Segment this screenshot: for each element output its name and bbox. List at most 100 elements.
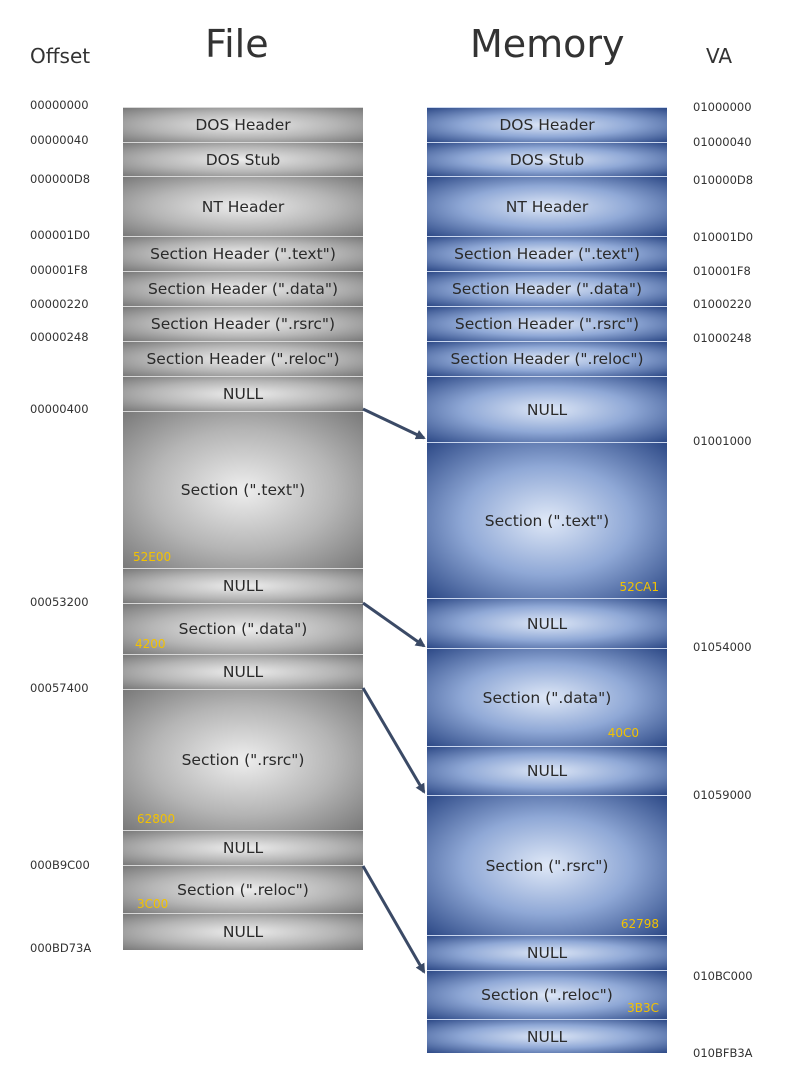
virtual-address-label: 01000248	[693, 331, 752, 345]
file-null-block: NULL	[123, 830, 363, 865]
file-section-header-data-block: Section Header (".data")	[123, 271, 363, 306]
block-label: Section (".data")	[178, 620, 308, 638]
block-label: Section Header (".data")	[147, 280, 339, 298]
offset-column-title: Offset	[30, 44, 91, 68]
virtual-address-label: 01000220	[693, 297, 752, 311]
block-label: DOS Stub	[509, 150, 585, 169]
block-label: DOS Header	[499, 116, 595, 134]
mem-nt-header-block: NT Header	[427, 176, 667, 236]
block-label: Section Header (".rsrc")	[454, 315, 640, 333]
file-offset-label: 000000D8	[30, 172, 91, 186]
file-null-block: NULL	[123, 654, 363, 689]
file-offset-label: 00000040	[30, 133, 89, 147]
memory-column-title: Memory	[470, 22, 625, 66]
block-label: NULL	[526, 614, 568, 633]
block-label: Section (".rsrc")	[181, 751, 305, 769]
file-section-header-rsrc-block: Section Header (".rsrc")	[123, 306, 363, 341]
block-label: Section (".data")	[482, 688, 612, 707]
block-label: Section (".text")	[180, 481, 306, 499]
block-label: NULL	[222, 663, 264, 681]
virtual-address-label: 010001D0	[693, 230, 754, 244]
rsrc-section-mapping-arrow	[361, 687, 426, 794]
file-section-reloc-size: 3C00	[137, 897, 169, 911]
block-label: NT Header	[201, 197, 285, 216]
file-section-text-block: Section (".text") 52E00	[123, 411, 363, 568]
virtual-address-label: 010000D8	[693, 173, 754, 187]
memory-layout-column: DOS Header DOS Stub NT Header Section He…	[427, 107, 667, 1053]
file-offset-label: 00000000	[30, 98, 89, 112]
block-label: Section (".rsrc")	[485, 856, 609, 875]
block-label: NULL	[526, 762, 568, 780]
mem-null-block: NULL	[427, 746, 667, 795]
block-label: Section Header (".text")	[454, 245, 640, 263]
block-label: Section (".text")	[484, 511, 610, 530]
file-section-reloc-block: Section (".reloc") 3C00	[123, 865, 363, 913]
mem-section-rsrc-size: 62798	[620, 917, 659, 931]
block-label: Section Header (".reloc")	[450, 350, 644, 368]
block-label: DOS Header	[195, 116, 291, 134]
file-nt-header-block: NT Header	[123, 176, 363, 236]
mem-null-block: NULL	[427, 376, 667, 442]
file-column-title: File	[205, 22, 269, 66]
file-section-text-size: 52E00	[133, 550, 172, 564]
file-section-rsrc-block: Section (".rsrc") 62800	[123, 689, 363, 830]
block-label: NULL	[222, 385, 264, 403]
block-label: Section Header (".text")	[150, 245, 336, 263]
file-section-header-text-block: Section Header (".text")	[123, 236, 363, 271]
virtual-address-label: 010BFB3A	[693, 1046, 753, 1060]
file-offset-label: 000B9C00	[30, 858, 90, 872]
mem-dos-stub-block: DOS Stub	[427, 142, 667, 176]
block-label: NULL	[526, 944, 568, 962]
file-layout-column: DOS Header DOS Stub NT Header Section He…	[123, 107, 363, 950]
mem-section-reloc-size: 3B3C	[627, 1001, 659, 1015]
block-label: NULL	[526, 1027, 568, 1046]
file-null-block: NULL	[123, 913, 363, 950]
file-dos-header-block: DOS Header	[123, 107, 363, 142]
block-label: Section (".reloc")	[481, 986, 613, 1004]
mem-section-text-block: Section (".text") 52CA1	[427, 442, 667, 598]
mem-section-rsrc-block: Section (".rsrc") 62798	[427, 795, 667, 935]
virtual-address-label: 01059000	[693, 788, 752, 802]
block-label: NULL	[222, 923, 264, 941]
mem-section-reloc-block: Section (".reloc") 3B3C	[427, 970, 667, 1019]
mem-null-block: NULL	[427, 1019, 667, 1053]
block-label: Section Header (".rsrc")	[150, 315, 336, 333]
file-section-data-size: 4200	[135, 637, 166, 651]
mem-null-block: NULL	[427, 935, 667, 970]
virtual-address-label: 01054000	[693, 640, 752, 654]
file-dos-stub-block: DOS Stub	[123, 142, 363, 176]
text-section-mapping-arrow	[362, 407, 426, 440]
file-section-rsrc-size: 62800	[137, 812, 176, 826]
file-null-block: NULL	[123, 568, 363, 603]
mem-section-data-block: Section (".data") 40C0	[427, 648, 667, 746]
block-label: DOS Stub	[205, 150, 281, 169]
file-offset-label: 00057400	[30, 681, 89, 695]
mem-section-header-text-block: Section Header (".text")	[427, 236, 667, 271]
file-section-data-block: Section (".data") 4200	[123, 603, 363, 654]
mem-dos-header-block: DOS Header	[427, 107, 667, 142]
data-section-mapping-arrow	[362, 601, 426, 648]
file-offset-label: 00000220	[30, 297, 89, 311]
virtual-address-label: 01000040	[693, 135, 752, 149]
mem-section-data-size: 40C0	[607, 726, 639, 740]
block-label: Section Header (".reloc")	[146, 350, 340, 368]
reloc-section-mapping-arrow	[361, 865, 426, 974]
file-offset-label: 00000400	[30, 402, 89, 416]
virtual-address-label: 010001F8	[693, 264, 751, 278]
file-offset-label: 000001D0	[30, 228, 91, 242]
file-offset-label: 00000248	[30, 330, 89, 344]
mem-section-header-reloc-block: Section Header (".reloc")	[427, 341, 667, 376]
va-column-title: VA	[706, 44, 733, 68]
file-offset-label: 000001F8	[30, 263, 88, 277]
block-label: Section (".reloc")	[177, 880, 309, 899]
virtual-address-label: 01001000	[693, 434, 752, 448]
mem-section-text-size: 52CA1	[619, 580, 660, 594]
mem-null-block: NULL	[427, 598, 667, 648]
block-label: NULL	[222, 577, 264, 595]
block-label: NT Header	[505, 197, 589, 216]
block-label: Section Header (".data")	[451, 280, 643, 298]
virtual-address-label: 010BC000	[693, 969, 753, 983]
file-offset-label: 00053200	[30, 595, 89, 609]
file-offset-label: 000BD73A	[30, 941, 92, 955]
